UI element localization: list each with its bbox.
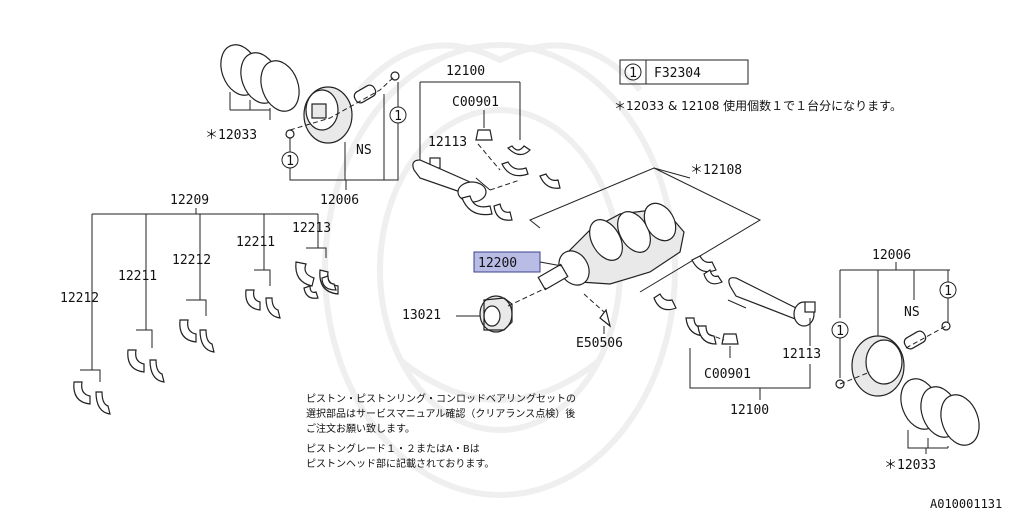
label-12006-right: 12006 xyxy=(872,248,911,263)
note-line-4: ピストングレード１・２またはA・Bは xyxy=(306,442,480,455)
label-12212-b: 12212 xyxy=(172,253,211,268)
main-bearing-right-b[interactable] xyxy=(703,269,723,285)
circle-marker-a: 1 xyxy=(394,109,402,124)
piston-right[interactable] xyxy=(851,335,905,397)
rod-nut-bottom[interactable] xyxy=(721,333,739,345)
label-12100-top: 12100 xyxy=(446,64,485,79)
rod-nut-bottom-b[interactable] xyxy=(804,301,816,313)
main-bearing-right-c[interactable] xyxy=(653,293,677,311)
reference-circle-number: 1 xyxy=(629,66,637,81)
label-12100-bottom: 12100 xyxy=(730,403,769,418)
bearing-set-12212-a[interactable] xyxy=(73,369,111,415)
crankshaft[interactable] xyxy=(537,198,685,291)
label-12113-right: 12113 xyxy=(782,347,821,362)
note-line-5: ピストンヘッド部に記載されております。 xyxy=(306,457,494,470)
rod-nut-top[interactable] xyxy=(475,129,493,141)
bearing-set-12211-b[interactable] xyxy=(245,269,281,319)
connecting-rod-bottom[interactable] xyxy=(685,277,815,345)
piston-ring-set-bottom[interactable] xyxy=(894,373,986,450)
crank-sprocket[interactable] xyxy=(479,295,513,333)
label-12211-a: 12211 xyxy=(118,269,157,284)
circle-marker-d: 1 xyxy=(836,324,844,339)
bearing-set-12211-a[interactable] xyxy=(127,329,165,383)
rod-bearing-top-c[interactable] xyxy=(493,203,513,221)
label-c00901-top: C00901 xyxy=(452,95,499,110)
reference-box: 1 F32304 xyxy=(619,59,749,85)
piston-top[interactable] xyxy=(303,86,353,144)
label-12033-bottom: ＊12033 xyxy=(884,458,936,473)
note-line-2: 選択部品はサービスマニュアル確認（クリアランス点検）後 xyxy=(306,407,575,420)
note-line-3: ご注文お願い致します。 xyxy=(306,422,415,435)
circle-marker-b: 1 xyxy=(286,154,294,169)
main-bearing-top[interactable] xyxy=(539,173,561,189)
label-12213: 12213 xyxy=(292,221,331,236)
connecting-rod-top[interactable] xyxy=(412,159,521,216)
rod-bearing-top-a[interactable] xyxy=(506,145,531,156)
label-e50506: E50506 xyxy=(576,336,623,351)
label-13021: 13021 xyxy=(402,308,441,323)
piston-ring-set-top[interactable] xyxy=(214,39,306,116)
main-bearing-right-a[interactable] xyxy=(691,255,717,273)
label-ns-right: NS xyxy=(904,305,920,320)
label-c00901-bottom: C00901 xyxy=(704,367,751,382)
label-12211-b: 12211 xyxy=(236,235,275,250)
piston-pin-right[interactable] xyxy=(902,329,927,350)
piston-pin-top[interactable] xyxy=(352,83,377,104)
label-12200[interactable]: 12200 xyxy=(478,256,517,271)
note-line-1: ピストン・ピストンリング・コンロッドベアリングセットの xyxy=(306,392,576,405)
label-12212-a: 12212 xyxy=(60,291,99,306)
snap-ring-right-a[interactable] xyxy=(941,321,951,331)
bearing-set-12213[interactable] xyxy=(295,247,339,299)
label-12033-top: ＊12033 xyxy=(205,128,257,143)
rod-bearing-top-b[interactable] xyxy=(501,161,529,177)
diagram-id: A010001131 xyxy=(930,497,1002,511)
woodruff-key[interactable] xyxy=(599,308,612,328)
label-12108: ＊12108 xyxy=(690,163,742,178)
bottom-notes: ピストン・ピストンリング・コンロッドベアリングセットの 選択部品はサービスマニュ… xyxy=(306,392,576,470)
label-12209: 12209 xyxy=(170,193,209,208)
snap-ring-top-b[interactable] xyxy=(285,129,295,139)
label-12006-top: 12006 xyxy=(320,193,359,208)
bearing-set-12212-b[interactable] xyxy=(179,299,215,353)
label-12113-top: 12113 xyxy=(428,135,467,150)
label-ns-top: NS xyxy=(356,143,372,158)
top-note: ＊12033 & 12108 使用個数１で１台分になります。 xyxy=(614,98,902,113)
reference-code: F32304 xyxy=(654,66,701,81)
circle-marker-c: 1 xyxy=(944,284,952,299)
